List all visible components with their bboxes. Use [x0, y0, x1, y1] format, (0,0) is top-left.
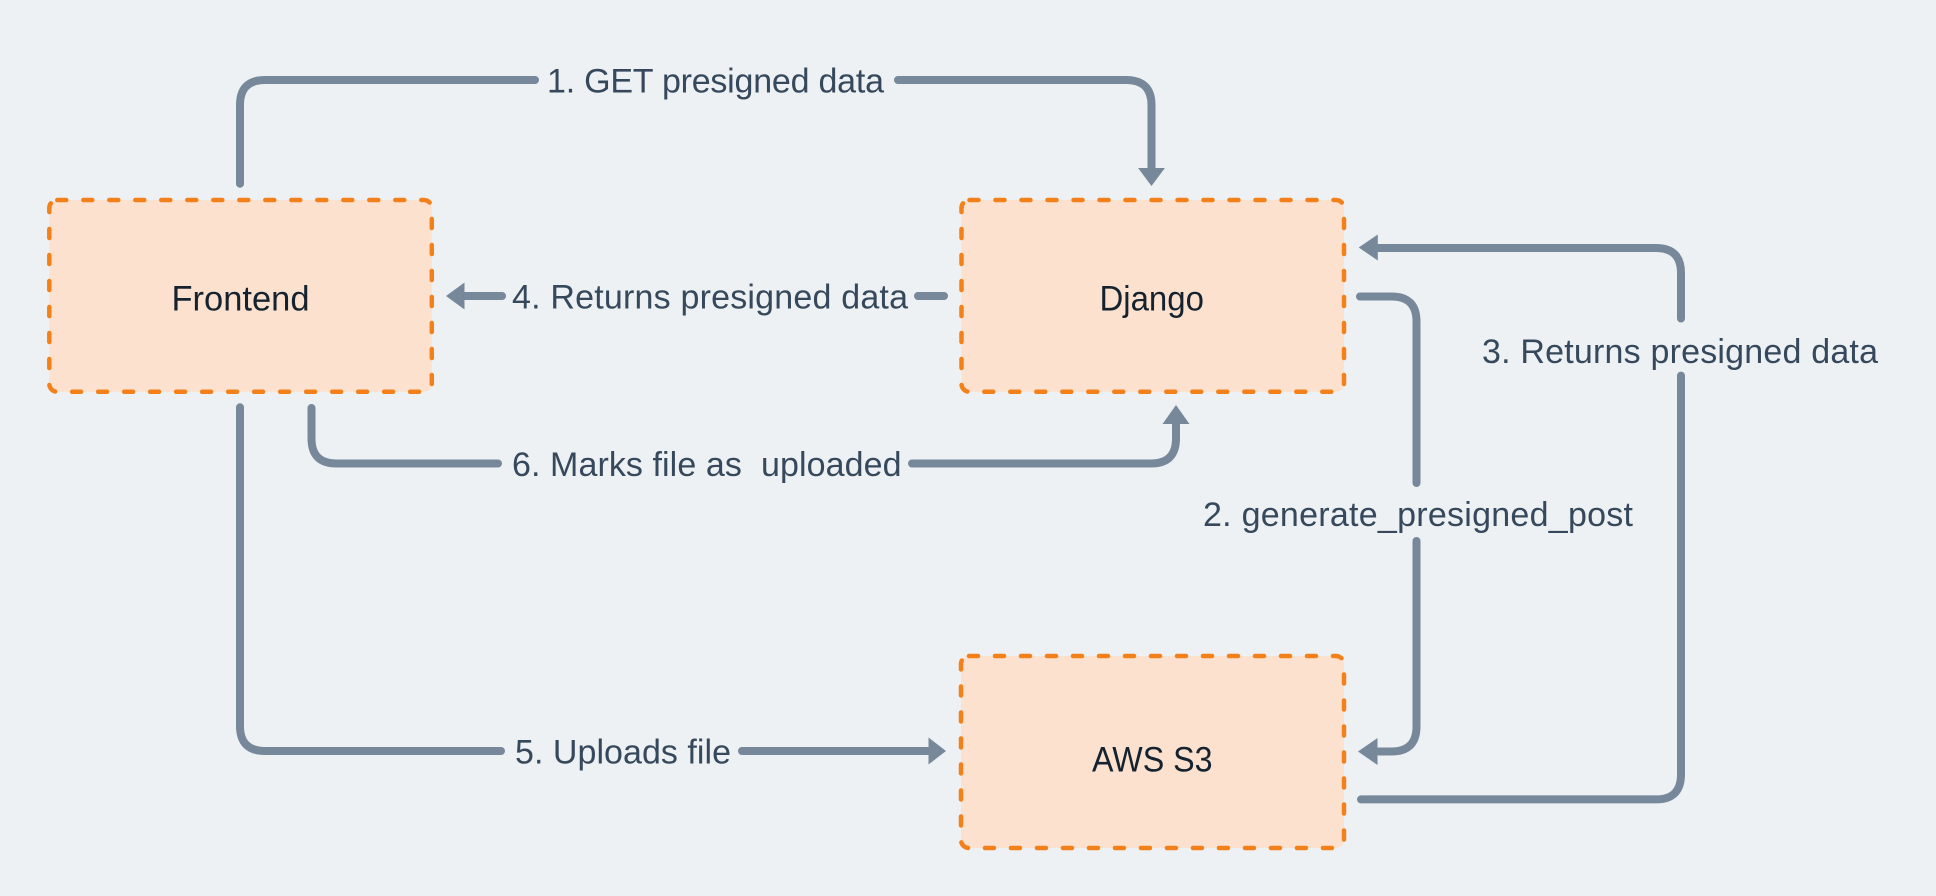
svg-text:4. Returns presigned data: 4. Returns presigned data [512, 278, 908, 316]
svg-text:Frontend: Frontend [172, 280, 310, 319]
svg-text:5. Uploads file: 5. Uploads file [515, 733, 731, 771]
svg-text:6. Marks file as uploaded: 6. Marks file as uploaded [512, 446, 902, 484]
svg-text:1. GET presigned data: 1. GET presigned data [547, 62, 884, 100]
svg-text:2. generate_presigned_post: 2. generate_presigned_post [1203, 496, 1634, 534]
svg-text:Django: Django [1099, 280, 1204, 319]
svg-text:AWS S3: AWS S3 [1092, 741, 1213, 780]
svg-text:3. Returns presigned data: 3. Returns presigned data [1482, 333, 1878, 371]
